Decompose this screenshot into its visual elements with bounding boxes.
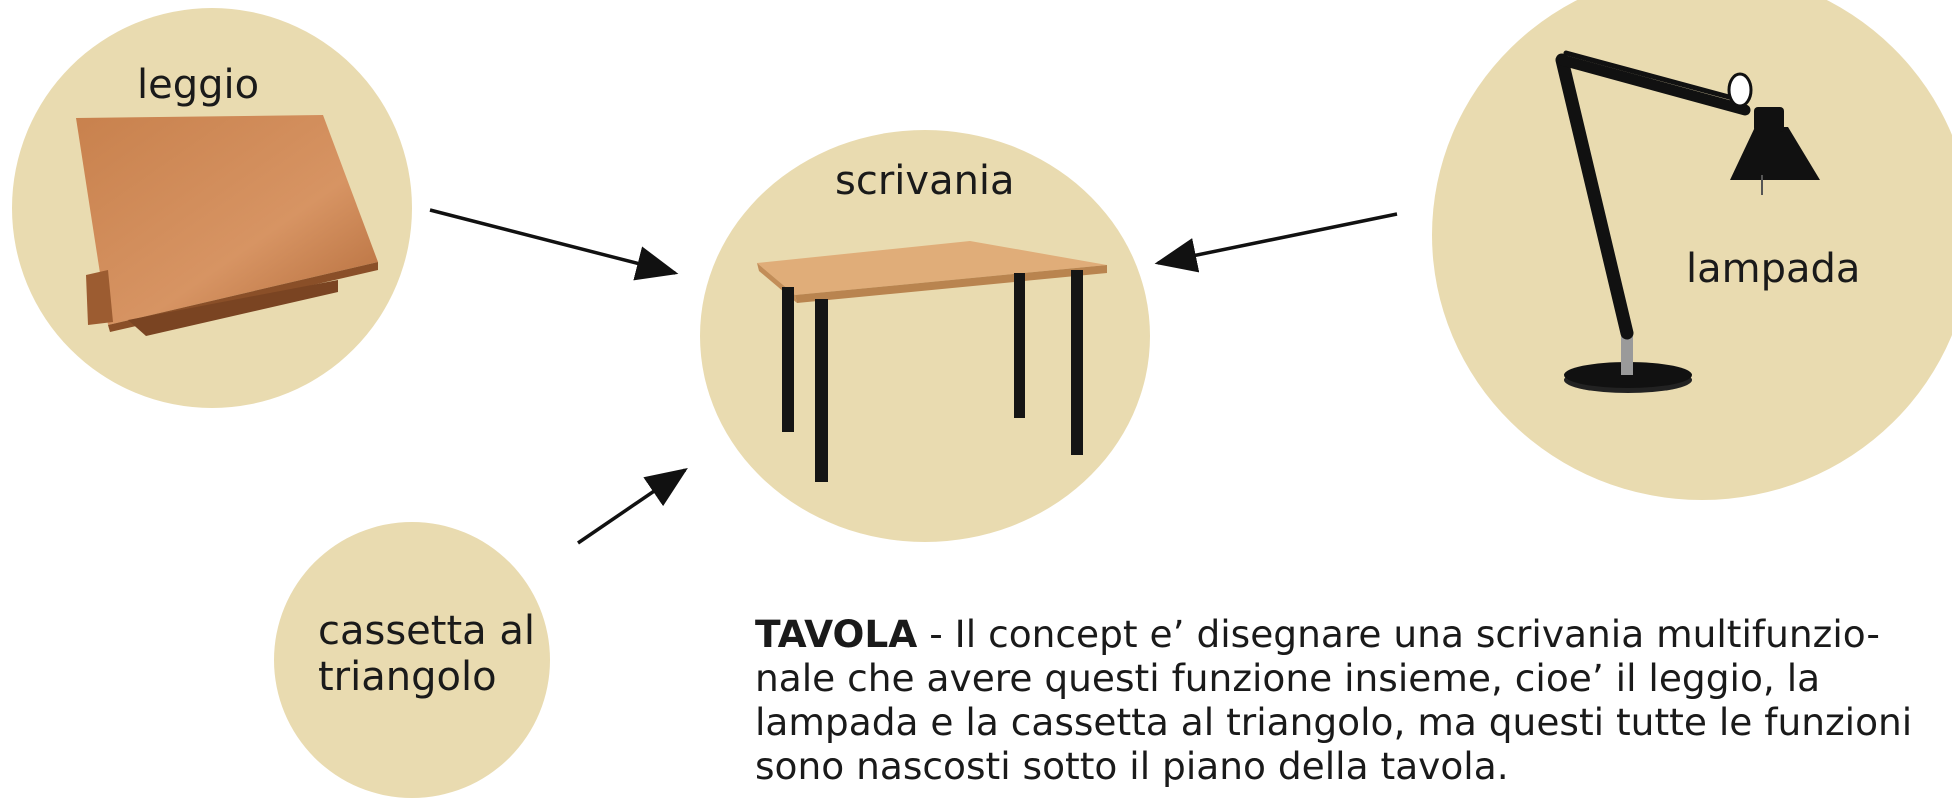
arrow-leggio-to-scrivania bbox=[429, 208, 679, 281]
lampada-circle bbox=[1432, 0, 1952, 500]
caption-body: - Il concept e’ disegnare una scrivania … bbox=[755, 612, 1913, 788]
caption: TAVOLA - Il concept e’ disegnare una scr… bbox=[755, 612, 1945, 788]
label-cassetta: cassetta al triangolo bbox=[318, 608, 536, 700]
arrow-cassetta-to-scrivania bbox=[577, 468, 688, 545]
label-scrivania: scrivania bbox=[835, 158, 1015, 204]
cassetta-circle bbox=[274, 522, 550, 798]
label-lampada: lampada bbox=[1686, 246, 1861, 292]
label-leggio: leggio bbox=[137, 62, 260, 108]
caption-title: TAVOLA bbox=[755, 612, 918, 656]
leggio-illustration bbox=[76, 115, 378, 336]
scrivania-illustration bbox=[757, 241, 1107, 482]
arrow-lampada-to-scrivania bbox=[1154, 212, 1398, 273]
lampada-illustration bbox=[1555, 50, 1820, 393]
